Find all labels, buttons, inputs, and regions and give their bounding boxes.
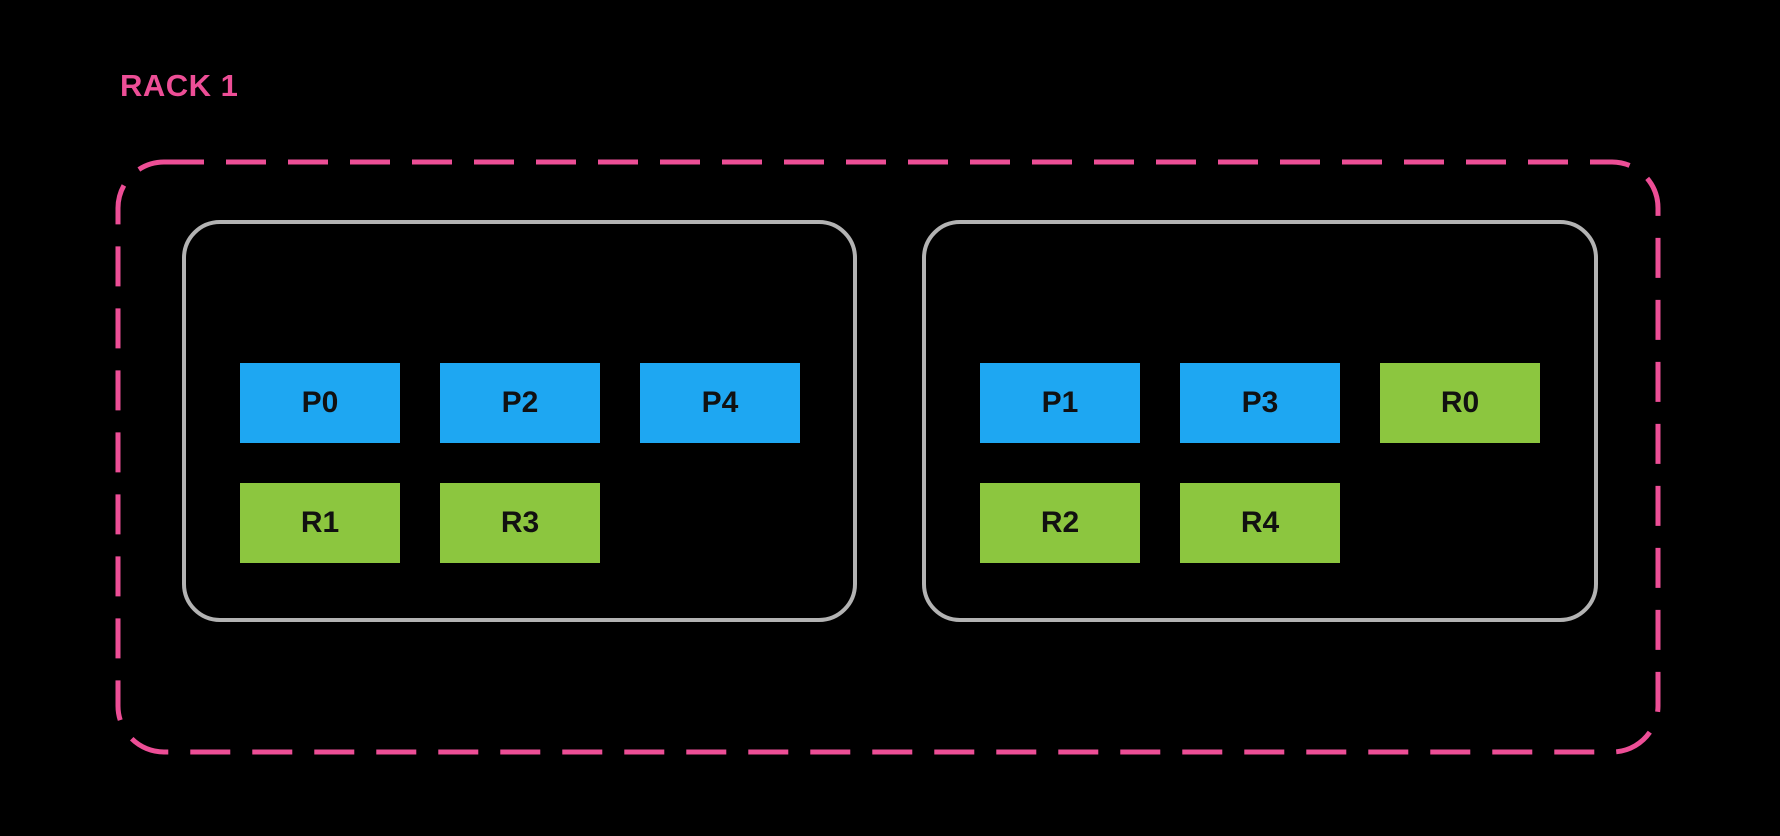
node-2-top-row: P1 P3 R0 bbox=[980, 363, 1540, 443]
node-1-top-row: P0 P2 P4 bbox=[240, 363, 800, 443]
slot-r1: R1 bbox=[240, 483, 400, 563]
node-box-1: P0 P2 P4 R1 R3 bbox=[182, 220, 857, 622]
node-2-bottom-row: R2 R4 bbox=[980, 483, 1540, 563]
rack-boundary-dashed-border bbox=[115, 159, 1661, 755]
rack-title: RACK 1 bbox=[120, 68, 239, 103]
node-box-2: P1 P3 R0 R2 R4 bbox=[922, 220, 1598, 622]
slot-p0: P0 bbox=[240, 363, 400, 443]
slot-r4: R4 bbox=[1180, 483, 1340, 563]
slot-r3: R3 bbox=[440, 483, 600, 563]
slot-r0: R0 bbox=[1380, 363, 1540, 443]
slot-p1: P1 bbox=[980, 363, 1140, 443]
slot-p2: P2 bbox=[440, 363, 600, 443]
slot-p4: P4 bbox=[640, 363, 800, 443]
node-1-bottom-row: R1 R3 bbox=[240, 483, 800, 563]
node-2-slot-grid: P1 P3 R0 R2 R4 bbox=[980, 363, 1540, 563]
slot-r2: R2 bbox=[980, 483, 1140, 563]
node-1-slot-grid: P0 P2 P4 R1 R3 bbox=[240, 363, 800, 563]
slot-p3: P3 bbox=[1180, 363, 1340, 443]
